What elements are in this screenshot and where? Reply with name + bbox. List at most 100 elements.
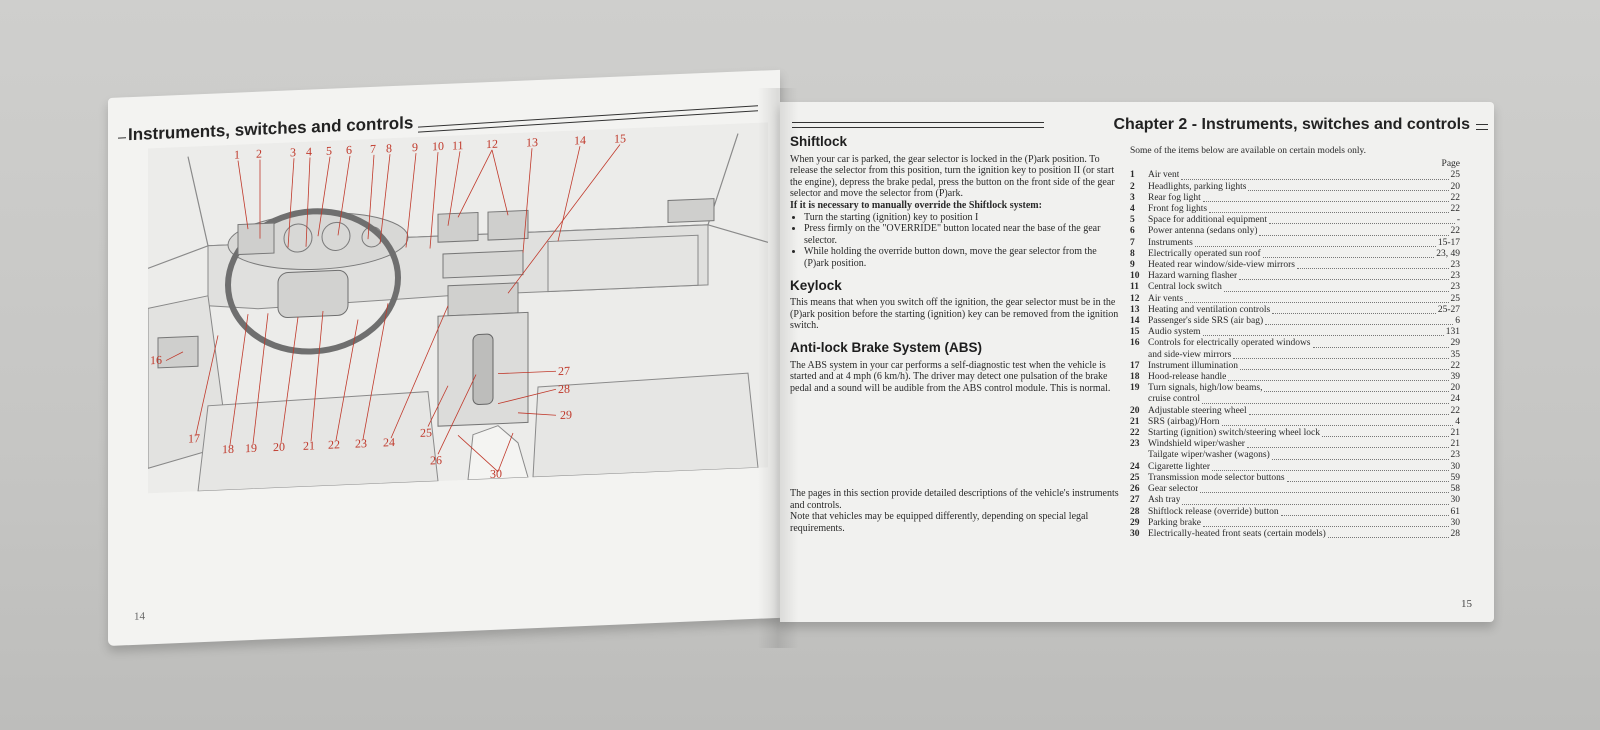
heading-rule-left	[118, 137, 126, 139]
index-label: Hazard warning flasher	[1148, 271, 1238, 282]
intro-line-1: The pages in this section provide detail…	[790, 488, 1119, 511]
index-page: 30	[1450, 517, 1461, 528]
index-label: Ash tray	[1148, 495, 1181, 506]
index-label: cruise control	[1148, 394, 1200, 405]
abs-title: Anti-lock Brake System (ABS)	[790, 339, 983, 355]
index-label: Electrically-heated front seats (certain…	[1148, 528, 1326, 539]
dot-leader	[1322, 436, 1449, 438]
dot-leader	[1259, 234, 1449, 236]
index-page: 15-17	[1437, 237, 1460, 248]
index-number: 20	[1130, 405, 1140, 416]
callout-11: 11	[452, 138, 464, 152]
dot-leader	[1239, 279, 1449, 281]
center-vent-left	[437, 211, 479, 243]
index-number: 23	[1130, 439, 1140, 450]
index-number: 24	[1130, 461, 1140, 472]
dot-leader	[1233, 357, 1449, 359]
keylock-body: This means that when you switch off the …	[790, 297, 1119, 332]
index-number: 26	[1130, 484, 1140, 495]
index-label: Turn signals, high/low beams,	[1148, 383, 1263, 394]
index-label: and side-view mirrors	[1148, 349, 1232, 360]
index-page: 25	[1450, 293, 1461, 304]
callout-6: 6	[346, 143, 352, 157]
index-page: 59	[1450, 472, 1461, 483]
index-number: 1	[1130, 170, 1135, 181]
index-label: Electrically operated sun roof	[1148, 248, 1261, 259]
index-number: 19	[1130, 383, 1140, 394]
dot-leader	[1280, 514, 1449, 516]
dot-leader	[1248, 413, 1449, 415]
callout-12: 12	[486, 137, 498, 151]
index-page: 28	[1450, 528, 1461, 539]
index-page: -	[1456, 215, 1460, 226]
callout-14: 14	[574, 133, 586, 147]
index-label: Cigarette lighter	[1148, 461, 1210, 472]
callout-23: 23	[355, 436, 367, 450]
index-label: Heating and ventilation controls	[1148, 304, 1271, 315]
index-page: 20	[1450, 181, 1461, 192]
index-label: Rear fog light	[1148, 192, 1201, 203]
index-row: Tailgate wiper/washer (wagons)23	[1130, 450, 1460, 461]
dot-leader	[1185, 301, 1449, 303]
index-label: Power antenna (sedans only)	[1148, 226, 1258, 237]
index-page: 30	[1450, 461, 1461, 472]
dot-leader	[1228, 380, 1449, 382]
callout-13: 13	[526, 135, 538, 149]
open-manual: Instruments, switches and controls	[108, 68, 1494, 648]
index-page: 23, 49	[1436, 248, 1460, 259]
index-page: 35	[1450, 349, 1461, 360]
index-label: Windshield wiper/washer	[1148, 439, 1245, 450]
dot-leader	[1264, 391, 1449, 393]
right-page: Chapter 2 - Instruments, switches and co…	[780, 102, 1494, 622]
dot-leader	[1201, 402, 1449, 404]
dot-leader	[1312, 346, 1449, 348]
callout-4: 4	[306, 144, 312, 158]
dot-leader	[1296, 268, 1449, 270]
callout-17: 17	[188, 431, 200, 445]
dot-leader	[1248, 189, 1449, 191]
index-number: 22	[1130, 428, 1140, 439]
index-number: 3	[1130, 192, 1135, 203]
index-number: 17	[1130, 360, 1140, 371]
index-label: Instruments	[1148, 237, 1193, 248]
index-label: Air vents	[1148, 293, 1184, 304]
index-row: 24 Cigarette lighter 30	[1130, 462, 1460, 473]
index-number: 11	[1130, 282, 1139, 293]
steering-wheel	[225, 208, 401, 355]
driver-seat	[197, 391, 439, 492]
center-vent-right	[487, 209, 529, 241]
callout-21: 21	[303, 438, 315, 452]
heading-rule-end	[1476, 124, 1488, 130]
index-number: 8	[1130, 248, 1135, 259]
index-number: 15	[1130, 327, 1140, 338]
controls-index: Some of the items below are available on…	[1130, 146, 1460, 540]
index-number: 6	[1130, 226, 1135, 237]
callout-24: 24	[383, 435, 395, 449]
index-number: 16	[1130, 338, 1140, 349]
window-switches	[157, 335, 199, 369]
callout-30: 30	[490, 466, 502, 480]
shiftlock-body: When your car is parked, the gear select…	[790, 153, 1115, 200]
override-steps: Turn the starting (ignition) key to posi…	[790, 212, 1122, 270]
index-number: 5	[1130, 215, 1135, 226]
index-label: Passenger's side SRS (air bag)	[1148, 316, 1264, 327]
index-page: 61	[1450, 506, 1461, 517]
gear-selector	[472, 333, 494, 405]
callout-28: 28	[558, 382, 570, 396]
index-number: 4	[1130, 204, 1135, 215]
keylock-title: Keylock	[790, 277, 842, 293]
index-label: Air vent	[1148, 170, 1180, 181]
callout-27: 27	[558, 364, 570, 378]
